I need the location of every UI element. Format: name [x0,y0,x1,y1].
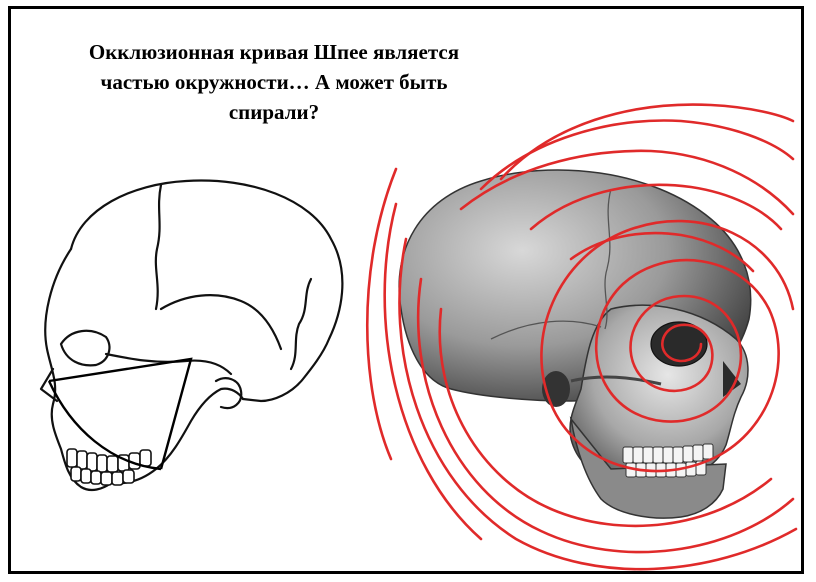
spiral-arc-5 [367,169,396,459]
right-skull-figure [11,9,804,574]
right-skull-teeth [623,444,713,477]
slide-frame: Окклюзионная кривая Шпее является частью… [8,6,804,574]
spiral-arc-8 [501,105,793,179]
